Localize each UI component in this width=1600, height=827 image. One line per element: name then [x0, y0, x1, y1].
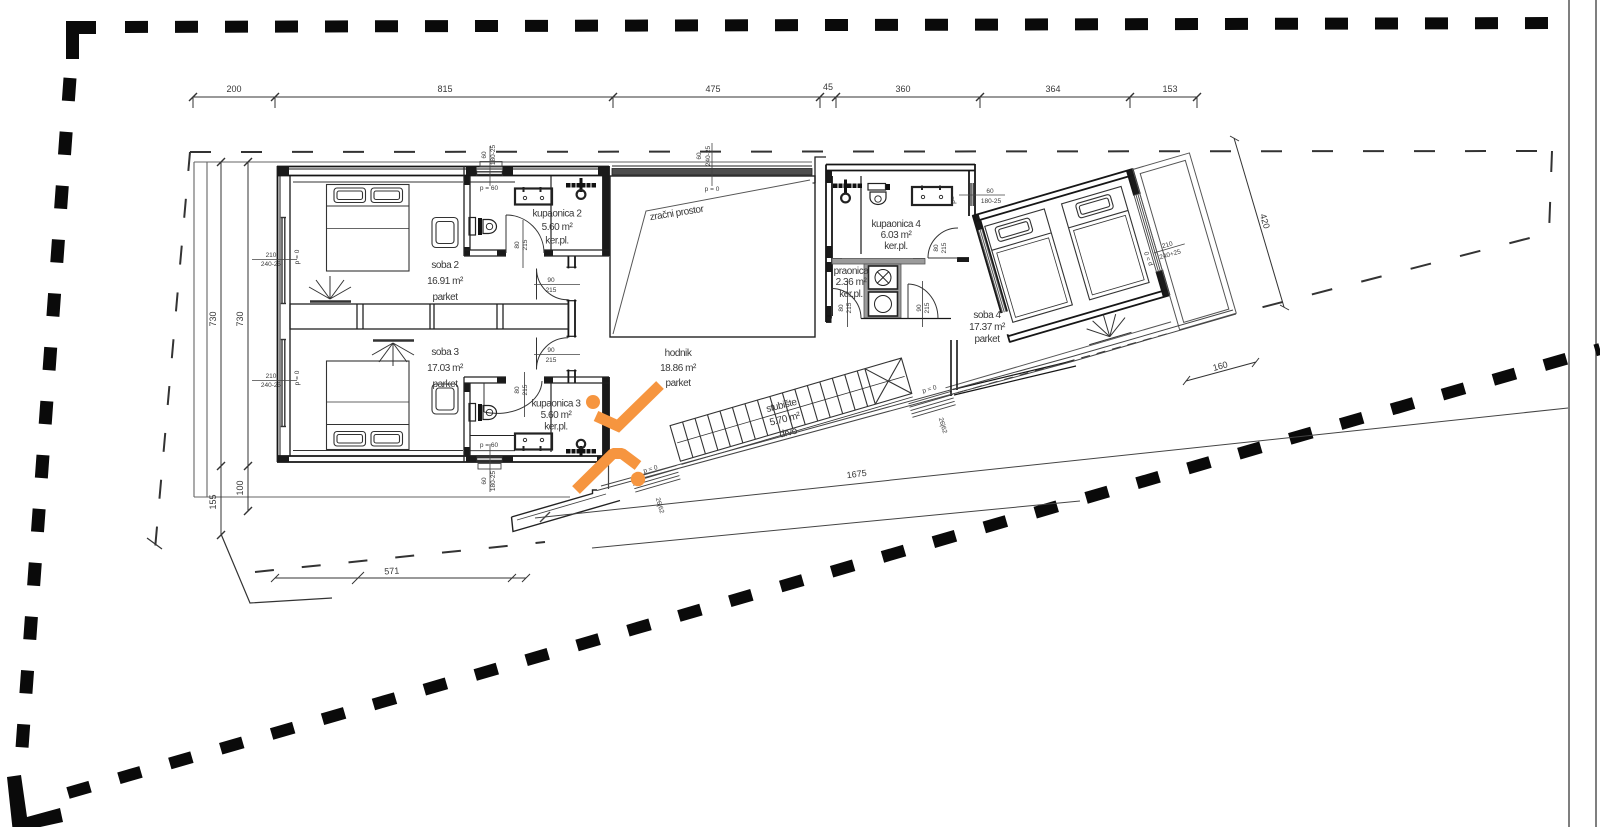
svg-text:soba 2: soba 2 — [431, 260, 459, 271]
svg-text:215: 215 — [522, 384, 529, 395]
svg-text:215: 215 — [941, 242, 948, 253]
svg-text:praonica: praonica — [834, 266, 870, 277]
svg-text:180-25: 180-25 — [490, 145, 497, 166]
svg-text:1675: 1675 — [846, 468, 867, 480]
svg-text:kupaonica 2: kupaonica 2 — [533, 209, 583, 220]
svg-text:p = 0: p = 0 — [294, 370, 301, 385]
svg-text:p = 60: p = 60 — [480, 442, 499, 449]
svg-text:ker.pl.: ker.pl. — [544, 422, 568, 433]
svg-text:p = 60: p = 60 — [480, 185, 499, 192]
svg-text:ker.pl.: ker.pl. — [545, 236, 569, 247]
svg-text:parket: parket — [432, 292, 458, 303]
svg-text:p = 0: p = 0 — [922, 384, 938, 395]
svg-text:180-25: 180-25 — [490, 471, 497, 492]
svg-text:240-25: 240-25 — [261, 261, 282, 268]
svg-text:730: 730 — [208, 311, 218, 326]
svg-text:p = 0: p = 0 — [294, 249, 301, 264]
svg-text:17.37 m²: 17.37 m² — [969, 322, 1006, 333]
svg-text:730: 730 — [235, 311, 245, 326]
svg-text:215: 215 — [546, 357, 557, 364]
svg-text:360: 360 — [895, 84, 910, 94]
svg-text:815: 815 — [437, 84, 452, 94]
svg-text:p = 0: p = 0 — [705, 186, 720, 193]
svg-text:200: 200 — [226, 84, 241, 94]
svg-text:p = 0: p = 0 — [1143, 250, 1154, 266]
svg-text:80: 80 — [514, 241, 521, 249]
svg-text:90: 90 — [916, 304, 923, 312]
svg-text:180-25: 180-25 — [981, 198, 1002, 205]
svg-text:soba 4: soba 4 — [973, 310, 1001, 321]
svg-text:60: 60 — [481, 151, 488, 159]
svg-text:17.03 m²: 17.03 m² — [427, 363, 464, 374]
svg-text:6.03 m²: 6.03 m² — [881, 230, 913, 241]
svg-text:240-25: 240-25 — [261, 382, 282, 389]
svg-text:60: 60 — [986, 188, 994, 195]
svg-text:210: 210 — [1161, 240, 1174, 250]
svg-text:215: 215 — [846, 302, 853, 313]
svg-text:18.86 m²: 18.86 m² — [660, 363, 697, 374]
svg-text:420: 420 — [1258, 213, 1272, 230]
svg-text:155: 155 — [208, 494, 218, 509]
svg-text:60: 60 — [481, 477, 488, 485]
svg-text:2.36 m²: 2.36 m² — [836, 277, 868, 288]
svg-text:ker.pl.: ker.pl. — [839, 289, 863, 300]
svg-text:p = 0: p = 0 — [643, 464, 659, 475]
svg-text:ker.pl.: ker.pl. — [884, 241, 908, 252]
svg-text:5.60 m²: 5.60 m² — [542, 222, 574, 233]
svg-text:364: 364 — [1045, 84, 1060, 94]
svg-text:kupaonica 3: kupaonica 3 — [532, 399, 582, 410]
svg-text:475: 475 — [705, 84, 720, 94]
svg-text:60: 60 — [696, 152, 703, 160]
svg-text:90: 90 — [547, 347, 555, 354]
svg-text:parket: parket — [432, 379, 458, 390]
svg-text:90: 90 — [547, 277, 555, 284]
svg-text:210: 210 — [266, 252, 277, 259]
svg-text:153: 153 — [1162, 84, 1177, 94]
svg-text:26|62: 26|62 — [937, 417, 948, 435]
svg-text:80: 80 — [933, 244, 940, 252]
svg-text:215: 215 — [546, 287, 557, 294]
svg-text:parket: parket — [665, 378, 691, 389]
svg-text:160: 160 — [1212, 359, 1229, 373]
svg-text:5.60 m²: 5.60 m² — [541, 410, 573, 421]
svg-text:215: 215 — [522, 239, 529, 250]
svg-text:soba 3: soba 3 — [431, 347, 459, 358]
svg-text:p=: p= — [950, 196, 957, 204]
svg-text:571: 571 — [384, 565, 400, 576]
svg-text:80: 80 — [514, 386, 521, 394]
svg-text:16.91 m²: 16.91 m² — [427, 276, 464, 287]
svg-text:80: 80 — [838, 304, 845, 312]
svg-text:26|62: 26|62 — [654, 497, 665, 515]
svg-text:215: 215 — [924, 302, 931, 313]
svg-text:240-25: 240-25 — [705, 146, 712, 167]
svg-text:hodnik: hodnik — [665, 348, 693, 359]
svg-text:kupaonica 4: kupaonica 4 — [872, 219, 922, 230]
svg-text:parket: parket — [974, 334, 1000, 345]
svg-text:45: 45 — [823, 82, 833, 92]
svg-text:210: 210 — [266, 373, 277, 380]
svg-text:drvo: drvo — [778, 425, 799, 440]
svg-text:100: 100 — [235, 480, 245, 495]
